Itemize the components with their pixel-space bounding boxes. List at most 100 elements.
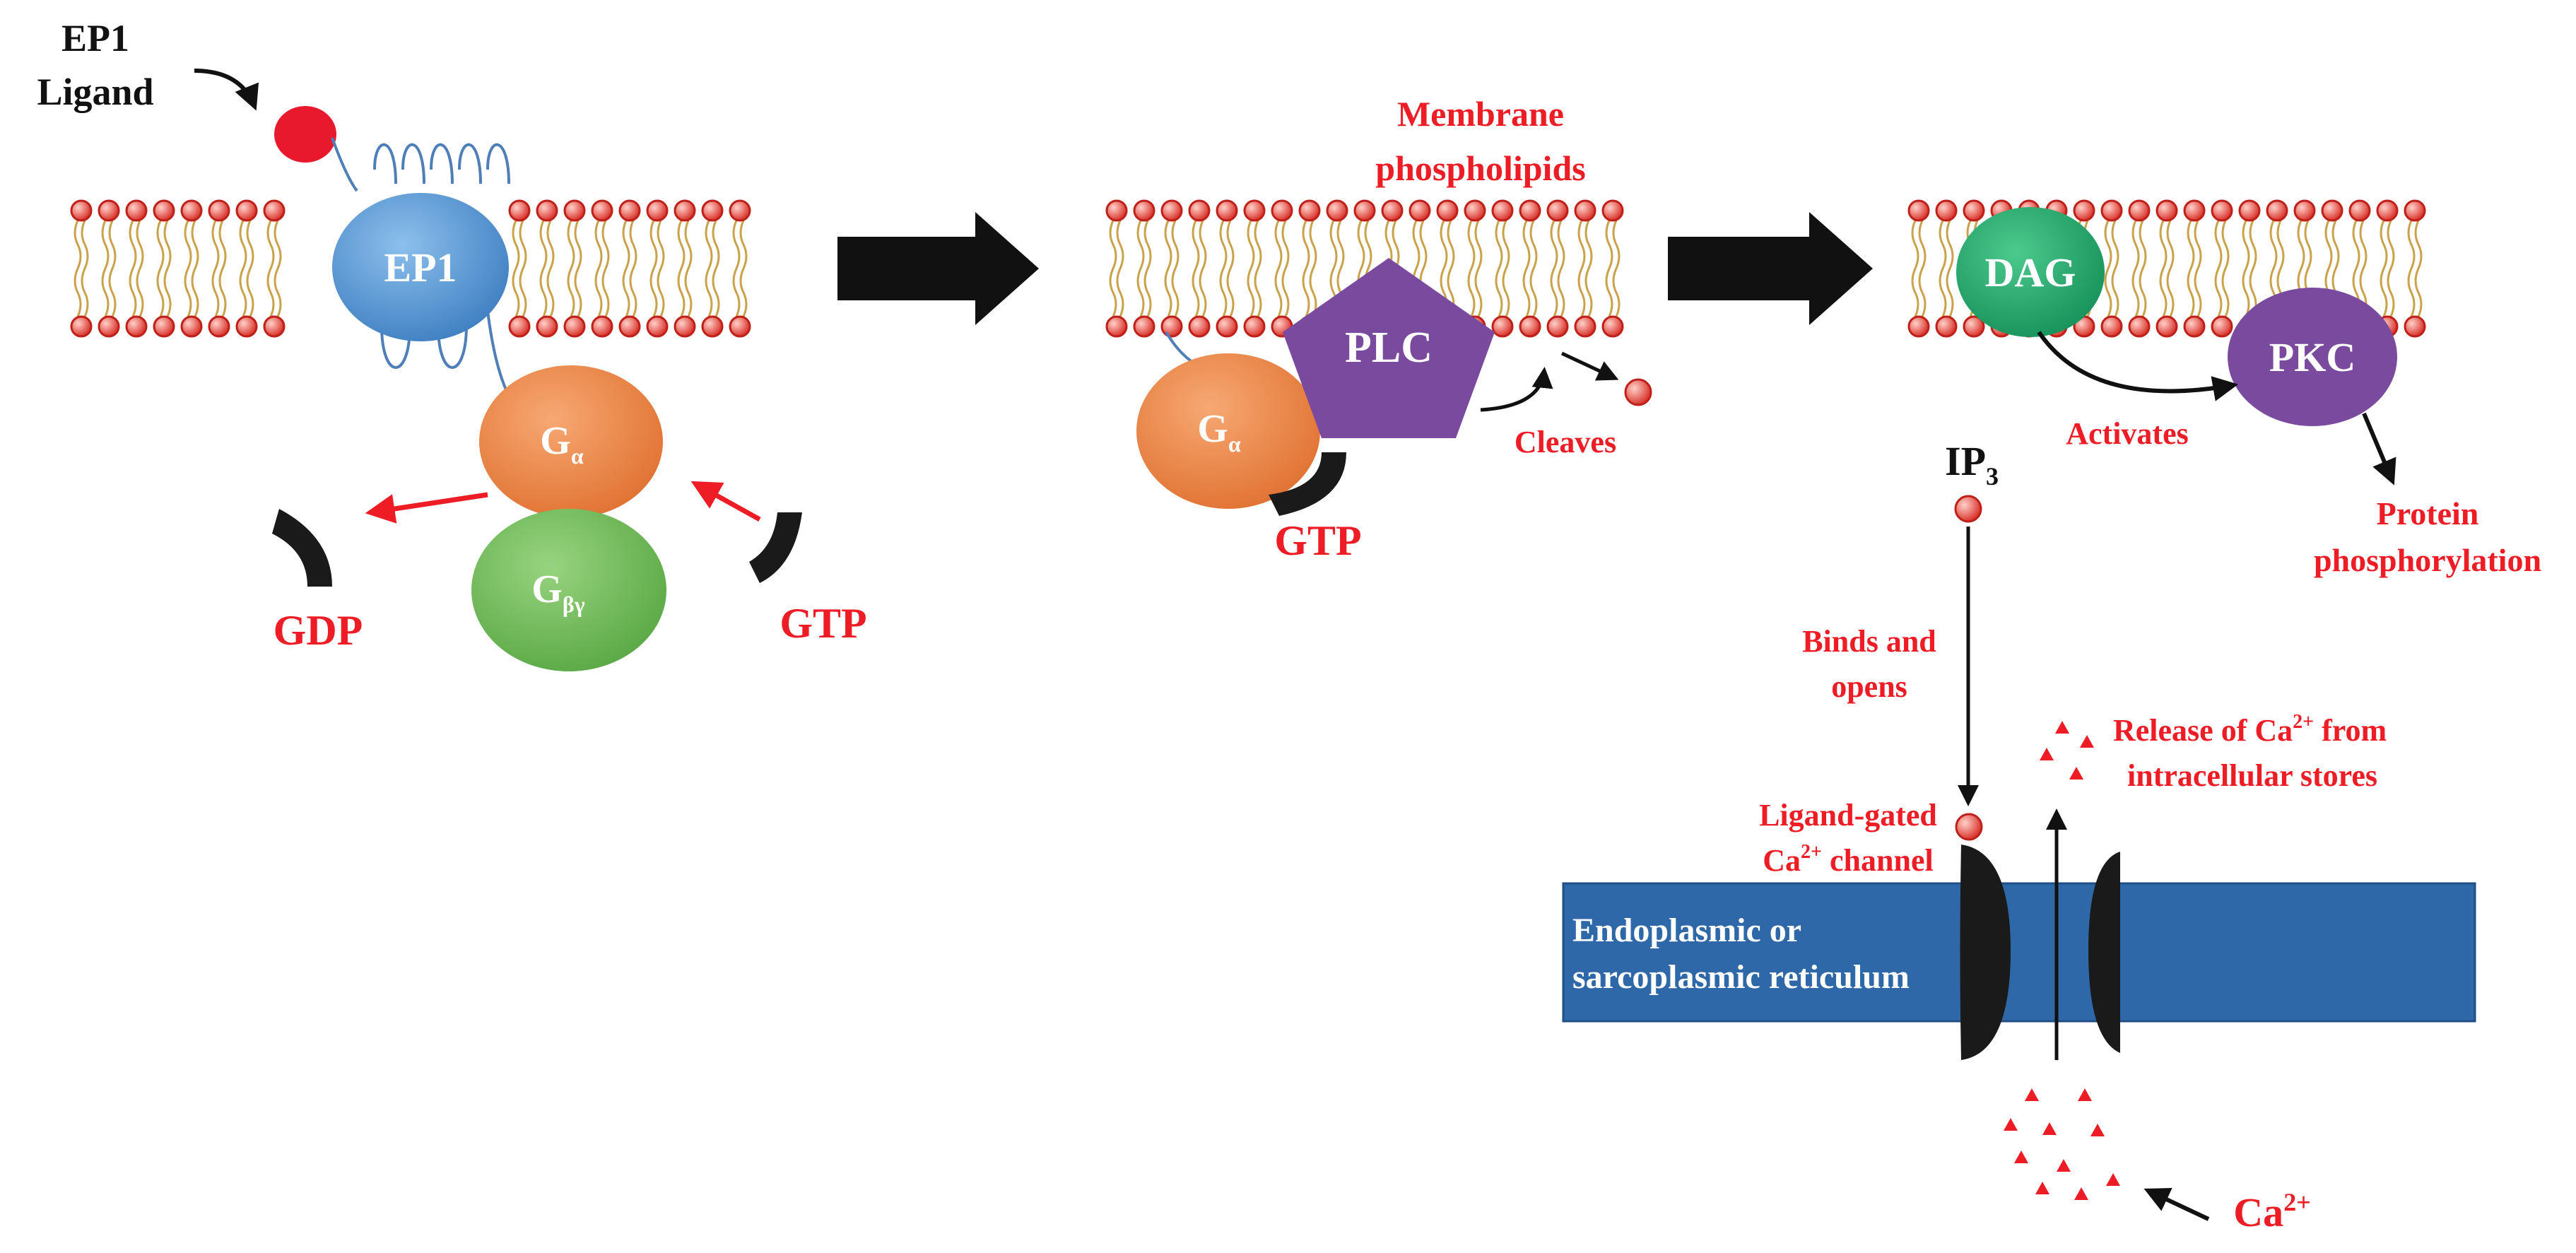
lipid-tail xyxy=(1495,220,1510,317)
channel-label-line2: Ca2+ channel xyxy=(1763,841,1933,878)
lipid-head xyxy=(2128,315,2151,338)
cleaved-headgroup xyxy=(1624,378,1652,406)
gtp-label-panel1: GTP xyxy=(780,600,866,647)
lipid-tail xyxy=(594,220,610,317)
lipid-tail xyxy=(2104,220,2119,317)
lipid-tail xyxy=(1550,220,1565,317)
lipid-head xyxy=(1519,199,1541,222)
lipid-tail xyxy=(1109,220,1124,317)
g-alpha-subunit xyxy=(479,365,663,518)
lipid-tail xyxy=(1302,220,1317,317)
lipid-head xyxy=(1160,315,1183,338)
lipid-head xyxy=(2183,199,2206,222)
activates-label: Activates xyxy=(2066,416,2189,451)
lipid-head xyxy=(618,199,641,222)
lipid-tail xyxy=(1412,220,1428,317)
lipid-tail xyxy=(73,220,89,317)
lipid-head xyxy=(2156,315,2178,338)
lipid-head xyxy=(98,199,120,222)
pkc-label: PKC xyxy=(2269,334,2356,380)
lipid-tail xyxy=(2131,220,2147,317)
g-beta-gamma-label: Gβγ xyxy=(531,567,584,617)
ip3-bound xyxy=(1955,813,1983,841)
lipid-head xyxy=(235,315,258,338)
lipid-head xyxy=(1907,315,1930,338)
ca-entry-arrow xyxy=(2143,1187,2210,1221)
lipid-head xyxy=(208,199,230,222)
cleaves-arrow xyxy=(1480,367,1553,412)
lipid-head xyxy=(2266,199,2288,222)
lipid-tail xyxy=(1939,220,1954,317)
lipid-head xyxy=(208,315,230,338)
lipid-head xyxy=(2128,199,2151,222)
lipid-head xyxy=(729,199,751,222)
cleaves-label: Cleaves xyxy=(1515,425,1616,459)
lipid-tail xyxy=(211,220,227,317)
binds-and-opens-line1: Binds and xyxy=(1802,624,1936,659)
lipid-head xyxy=(701,199,724,222)
lipid-head xyxy=(153,315,175,338)
lipid-tail xyxy=(732,220,748,317)
lipid-head xyxy=(1188,199,1211,222)
lipid-tail xyxy=(677,220,693,317)
er-label-line2: sarcoplasmic reticulum xyxy=(1572,958,1910,996)
lipid-tail xyxy=(1522,220,1538,317)
lipid-head xyxy=(2376,199,2399,222)
lipid-head xyxy=(729,315,751,338)
gtp-label-panel2: GTP xyxy=(1274,517,1361,564)
lipid-tail xyxy=(1357,220,1372,317)
ep1-receptor xyxy=(332,193,509,341)
lipid-head xyxy=(235,199,258,222)
lipid-head xyxy=(536,199,558,222)
lipid-head xyxy=(1907,199,1930,222)
lipid-tail xyxy=(266,220,282,317)
lipid-tail xyxy=(239,220,254,317)
lipid-tail xyxy=(129,220,144,317)
transition-arrow-1 xyxy=(837,212,1039,325)
lipid-head xyxy=(2404,315,2426,338)
lipid-head xyxy=(1216,199,1238,222)
ep1-receptor-label: EP1 xyxy=(384,245,457,290)
lipid-head xyxy=(1436,199,1459,222)
lipid-tail xyxy=(2380,220,2395,317)
lipid-tail xyxy=(101,220,117,317)
gdp-label: GDP xyxy=(274,607,363,654)
lipid-tail xyxy=(1164,220,1180,317)
g-alpha-label-active: Gα xyxy=(1197,407,1241,457)
protein-phosphorylation-line2: phosphorylation xyxy=(2314,542,2541,578)
lipid-head xyxy=(1133,315,1155,338)
lipid-head xyxy=(1574,315,1596,338)
gdp-nucleotide xyxy=(272,509,332,587)
cleaved-headgroup-arrow xyxy=(1560,351,1619,381)
lipid-tail xyxy=(512,220,527,317)
lipid-tail xyxy=(2159,220,2175,317)
lipid-head xyxy=(563,199,586,222)
ca-channel-left xyxy=(1960,845,2011,1060)
lipid-tail xyxy=(1577,220,1593,317)
lipid-head xyxy=(1935,199,1958,222)
lipid-head xyxy=(2156,199,2178,222)
lipid-tail xyxy=(184,220,199,317)
lipid-tail xyxy=(539,220,555,317)
lipid-head xyxy=(180,199,203,222)
lipid-head xyxy=(646,315,669,338)
lipid-head xyxy=(1963,199,1985,222)
ep1-ligand-label-line1: EP1 xyxy=(61,17,129,59)
lipid-head xyxy=(646,199,669,222)
lipid-tail xyxy=(705,220,720,317)
ip3-label: IP3 xyxy=(1945,438,1999,490)
dag-label: DAG xyxy=(1985,249,2076,295)
plc-enzyme xyxy=(1283,258,1495,438)
g-alpha-label: Gα xyxy=(540,419,584,469)
lipid-tail xyxy=(649,220,665,317)
lipid-head xyxy=(153,199,175,222)
lipid-head xyxy=(1546,199,1569,222)
lipid-head xyxy=(701,315,724,338)
lipid-head xyxy=(263,315,286,338)
lipid-tail xyxy=(1247,220,1262,317)
lipid-head xyxy=(1243,199,1266,222)
lipid-tail xyxy=(1467,220,1483,317)
lipid-head xyxy=(674,315,696,338)
gdp-release-arrow xyxy=(365,492,488,524)
lipid-tail xyxy=(2269,220,2285,317)
